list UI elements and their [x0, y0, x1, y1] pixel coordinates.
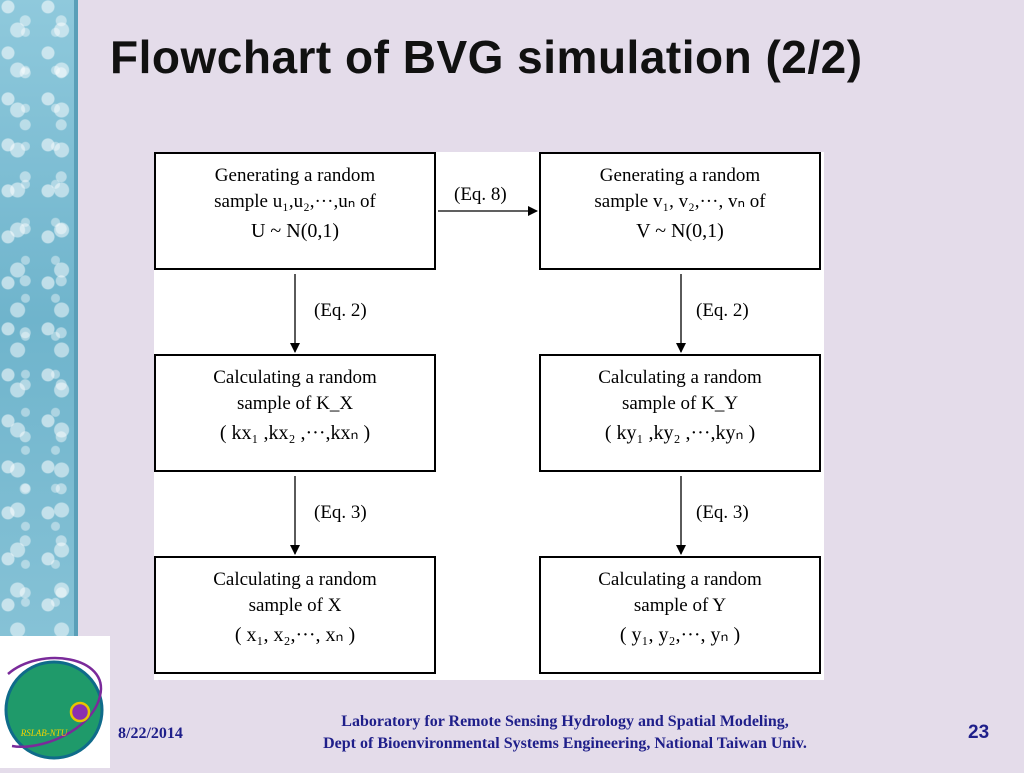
- box-formula: U ~ N(0,1): [250, 220, 340, 242]
- box-line: Calculating a random: [213, 367, 377, 388]
- logo-text: RSLAB-NTU: [20, 728, 68, 738]
- box-generate-u: Generating a random sample u₁,u₂,···,uₙ …: [154, 152, 436, 270]
- lab-logo: RSLAB-NTU: [0, 636, 110, 768]
- box-formula: ( ky₁ ,ky₂ ,···,kyₙ ): [604, 422, 756, 444]
- box-line: sample of K_Y: [621, 393, 739, 414]
- box-calc-ky: Calculating a random sample of K_Y ( ky₁…: [539, 354, 821, 472]
- box-line: Generating a random: [599, 165, 761, 186]
- box-generate-v: Generating a random sample v₁, v₂,···, v…: [539, 152, 821, 270]
- edge-label-eq2-right: (Eq. 2): [696, 300, 749, 321]
- edge-label-eq8: (Eq. 8): [454, 184, 507, 205]
- flowchart: (Eq. 8) (Eq. 2) (Eq. 2) (Eq. 3) (Eq. 3) …: [154, 152, 824, 680]
- box-line: Calculating a random: [213, 569, 377, 590]
- edge-label-eq3-left: (Eq. 3): [314, 502, 367, 523]
- box-line: sample u₁,u₂,···,uₙ of: [214, 191, 376, 212]
- box-line: Generating a random: [214, 165, 376, 186]
- box-line: Calculating a random: [598, 569, 762, 590]
- box-calc-x: Calculating a random sample of X ( x₁, x…: [154, 556, 436, 674]
- footer-lab: Laboratory for Remote Sensing Hydrology …: [240, 711, 890, 755]
- box-formula: ( x₁, x₂,···, xₙ ): [234, 624, 356, 646]
- edge-label-eq3-right: (Eq. 3): [696, 502, 749, 523]
- footer-lab-line1: Laboratory for Remote Sensing Hydrology …: [341, 713, 789, 730]
- decorative-water-strip: [0, 0, 78, 640]
- box-line: sample of K_X: [236, 393, 354, 414]
- strip-edge: [74, 0, 78, 640]
- connector-layer: [290, 206, 686, 555]
- footer-lab-line2: Dept of Bioenvironmental Systems Enginee…: [323, 735, 807, 752]
- box-calc-kx: Calculating a random sample of K_X ( kx₁…: [154, 354, 436, 472]
- box-line: Calculating a random: [598, 367, 762, 388]
- box-formula: V ~ N(0,1): [636, 220, 724, 242]
- box-line: sample of X: [248, 595, 342, 616]
- slide-number: 23: [968, 722, 990, 743]
- edge-label-eq2-left: (Eq. 2): [314, 300, 367, 321]
- box-line: sample of Y: [633, 595, 727, 616]
- box-line: sample v₁, v₂,···, vₙ of: [594, 191, 766, 212]
- footer-date: 8/22/2014: [118, 725, 183, 742]
- page-title: Flowchart of BVG simulation (2/2): [110, 31, 863, 83]
- box-formula: ( y₁, y₂,···, yₙ ): [619, 624, 741, 646]
- box-formula: ( kx₁ ,kx₂ ,···,kxₙ ): [219, 422, 371, 444]
- box-calc-y: Calculating a random sample of Y ( y₁, y…: [539, 556, 821, 674]
